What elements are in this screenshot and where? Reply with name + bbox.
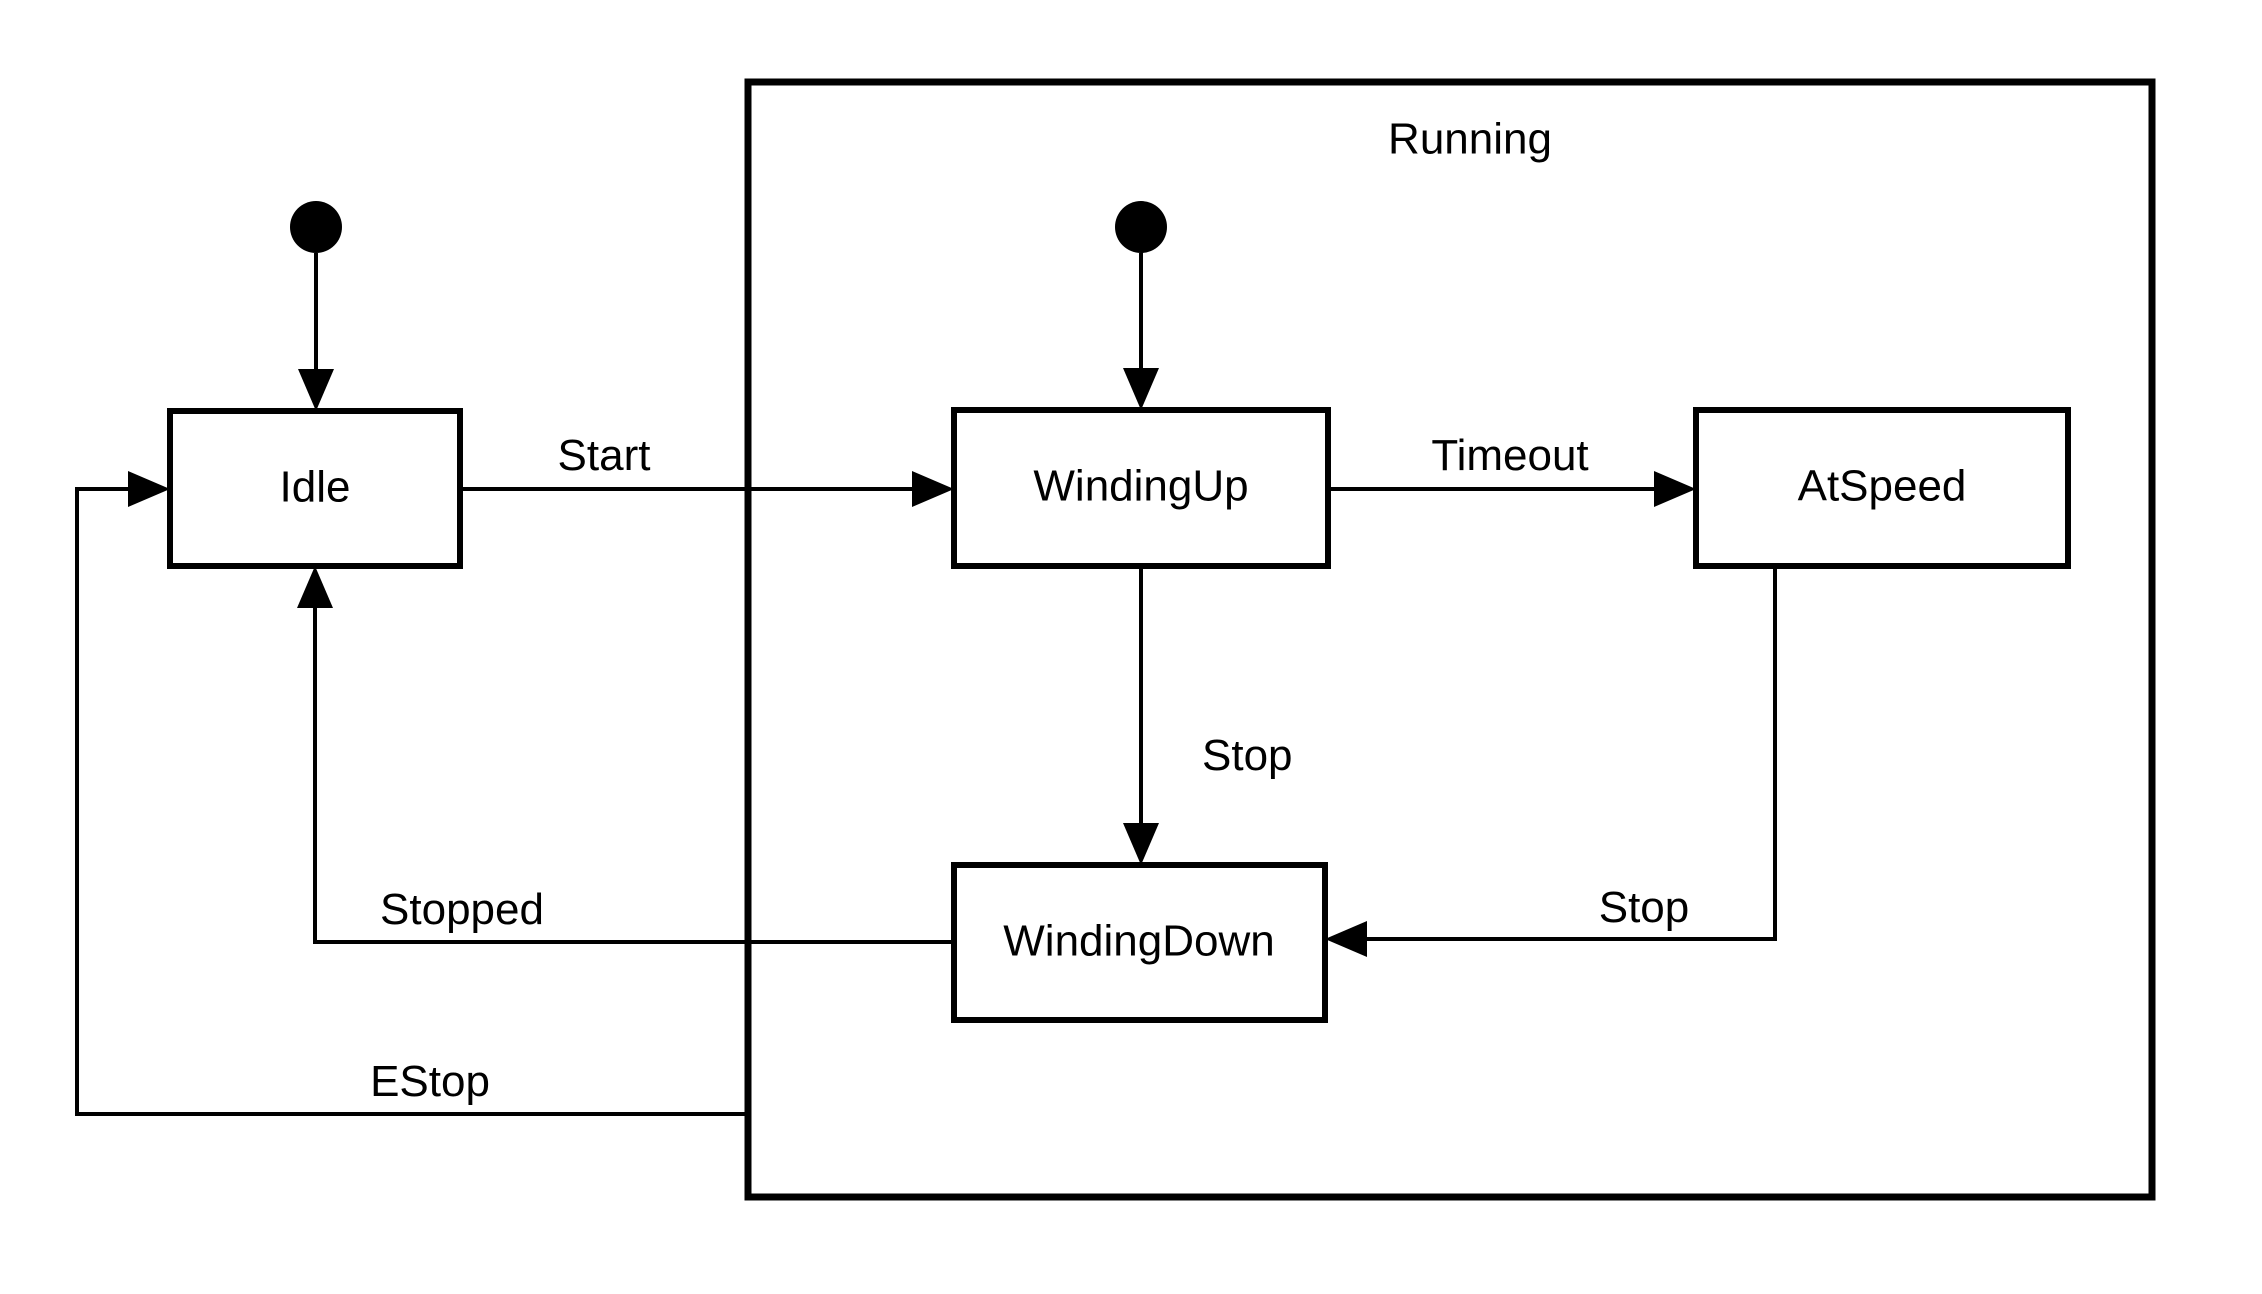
transition-label-stopped: Stopped bbox=[380, 885, 544, 934]
transition-idle-to-windingup[interactable]: Start bbox=[460, 431, 954, 507]
transition-windingdown-to-idle-arrowhead bbox=[297, 566, 333, 608]
state-windingdown[interactable]: WindingDown bbox=[951, 862, 1328, 1023]
state-windingdown-label: WindingDown bbox=[1003, 917, 1274, 966]
initial-state-dot-icon[interactable] bbox=[290, 201, 342, 253]
initial-state-dot-running-icon[interactable] bbox=[1115, 201, 1167, 253]
transition-atspeed-to-windingdown-arrowhead bbox=[1325, 921, 1367, 957]
state-idle[interactable]: Idle bbox=[167, 408, 463, 569]
transition-atspeed-to-windingdown[interactable]: Stop bbox=[1325, 566, 1777, 957]
state-atspeed-label: AtSpeed bbox=[1798, 462, 1967, 511]
transition-windingup-to-atspeed[interactable]: Timeout bbox=[1328, 431, 1696, 507]
composite-state-running-label: Running bbox=[1388, 115, 1552, 164]
transition-label-timeout: Timeout bbox=[1431, 431, 1588, 480]
transition-windingdown-to-idle-line[interactable] bbox=[313, 591, 954, 944]
transition-idle-to-windingup-arrowhead bbox=[912, 471, 954, 507]
transition-running-to-idle-line[interactable] bbox=[75, 487, 748, 1116]
transition-initial-to-idle[interactable] bbox=[298, 253, 334, 411]
state-atspeed-rect[interactable] bbox=[1693, 407, 2071, 569]
transition-label-stop-atspeed: Stop bbox=[1599, 883, 1690, 932]
state-atspeed[interactable]: AtSpeed bbox=[1693, 407, 2071, 569]
transition-windingup-to-atspeed-arrowhead bbox=[1654, 471, 1696, 507]
state-windingdown-rect[interactable] bbox=[951, 862, 1328, 1023]
transition-windingdown-to-idle[interactable]: Stopped bbox=[297, 566, 954, 944]
state-windingup-label: WindingUp bbox=[1033, 462, 1248, 511]
transition-running-to-idle[interactable]: EStop bbox=[75, 471, 748, 1116]
transition-initial-to-windingup-arrowhead bbox=[1123, 368, 1159, 410]
transition-initial-to-windingup[interactable] bbox=[1123, 253, 1159, 410]
transition-windingup-to-windingdown[interactable]: Stop bbox=[1123, 566, 1293, 865]
transition-windingup-to-windingdown-arrowhead bbox=[1123, 823, 1159, 865]
state-windingup-rect[interactable] bbox=[951, 407, 1331, 569]
transition-label-estop: EStop bbox=[370, 1057, 490, 1106]
state-idle-label: Idle bbox=[280, 463, 351, 512]
composite-state-running-rect[interactable] bbox=[744, 78, 2156, 1201]
transition-running-to-idle-arrowhead bbox=[128, 471, 170, 507]
transition-initial-to-idle-arrowhead bbox=[298, 369, 334, 411]
transition-atspeed-to-windingdown-line[interactable] bbox=[1350, 566, 1777, 941]
transition-label-stop-windingup: Stop bbox=[1202, 731, 1293, 780]
composite-state-running[interactable]: Running bbox=[744, 78, 2156, 1201]
state-windingup[interactable]: WindingUp bbox=[951, 407, 1331, 569]
state-idle-rect[interactable] bbox=[167, 408, 463, 569]
transition-label-start: Start bbox=[558, 431, 651, 480]
